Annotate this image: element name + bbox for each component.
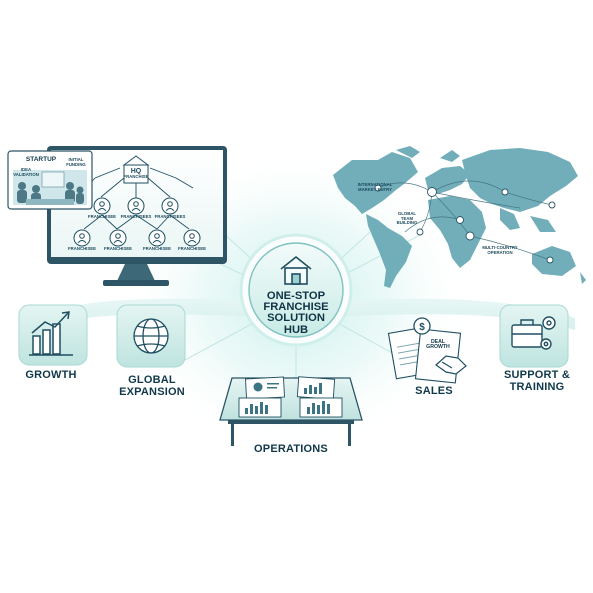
multi-country-label: MULTI-COUNTRY OPERATION bbox=[476, 245, 524, 255]
global-expansion-label: GLOBAL EXPANSION bbox=[104, 374, 200, 398]
franchisee-label: FRANCHISEE bbox=[178, 246, 206, 251]
startup-card bbox=[7, 150, 93, 210]
person-icon bbox=[161, 197, 179, 215]
franchise-network bbox=[83, 167, 194, 230]
team-building-line2: TEAM bbox=[400, 215, 414, 221]
team-building-line3: BUILDING bbox=[396, 220, 418, 225]
person-icon bbox=[73, 229, 91, 247]
hq-line1: HQ bbox=[130, 168, 142, 175]
growth-tile[interactable] bbox=[18, 304, 88, 366]
deal-growth-label: DEAL GROWTH bbox=[424, 339, 452, 351]
startup-label: STARTUP bbox=[25, 156, 57, 163]
deal-growth-line2: GROWTH bbox=[426, 344, 450, 351]
initial-funding-line2: FUNDING bbox=[66, 161, 86, 167]
hq-label: HQ FRANCHISE bbox=[122, 168, 150, 180]
idea-validation-line1: IDEA bbox=[20, 167, 32, 172]
hq-building-icon bbox=[122, 155, 150, 184]
global-expansion-tile[interactable] bbox=[116, 304, 186, 368]
team-building-line1: GLOBAL bbox=[397, 211, 417, 216]
globe-icon bbox=[133, 318, 169, 354]
support-training-line1: SUPPORT & bbox=[504, 369, 570, 381]
hub-title-line1: ONE-STOP bbox=[266, 290, 326, 302]
sales-label: SALES bbox=[415, 385, 453, 397]
idea-validation-line2: VALIDATION bbox=[13, 171, 39, 177]
person-icon bbox=[148, 229, 166, 247]
franchisee-label: FRANCHISEE bbox=[68, 246, 96, 251]
support-training-label: SUPPORT & TRAINING bbox=[494, 369, 580, 393]
multi-country-line1: MULTI-COUNTRY bbox=[482, 245, 518, 250]
hub-title: ONE-STOP FRANCHISE SOLUTION HUB bbox=[252, 290, 340, 336]
support-training-line2: TRAINING bbox=[509, 380, 565, 393]
franchisees-label: FRANCHISEES bbox=[154, 214, 186, 219]
person-icon bbox=[93, 197, 111, 215]
house-icon bbox=[280, 255, 312, 285]
market-entry-label: INTERNATIONAL MARKET ENTRY bbox=[350, 182, 400, 192]
hub-title-line2: FRANCHISE bbox=[263, 301, 329, 314]
franchisee-label: FRANCHISEE bbox=[143, 246, 171, 251]
growth-label: GROWTH bbox=[25, 369, 77, 381]
person-icon bbox=[183, 229, 201, 247]
franchisee-nodes bbox=[73, 197, 201, 247]
idea-validation-label: IDEA VALIDATION bbox=[12, 167, 40, 177]
map-nodes bbox=[374, 184, 556, 264]
person-icon bbox=[109, 229, 127, 247]
hq-line2: FRANCHISE bbox=[123, 174, 149, 180]
svg-text:$: $ bbox=[419, 322, 425, 333]
handshake-icon bbox=[435, 355, 467, 375]
operations-label: OPERATIONS bbox=[254, 443, 328, 455]
market-entry-line1: INTERNATIONAL bbox=[357, 182, 393, 187]
initial-funding-line1: INITIAL bbox=[68, 157, 84, 162]
deal-growth-line1: DEAL bbox=[430, 339, 446, 345]
hub-circle bbox=[248, 242, 344, 338]
hub-title-line3: SOLUTION bbox=[267, 312, 325, 325]
hub-title-line4: HUB bbox=[283, 323, 309, 336]
dollar-icon: $ bbox=[413, 317, 431, 335]
initial-funding-label: INITIAL FUNDING bbox=[62, 157, 90, 167]
bar-chart-icon bbox=[29, 311, 73, 356]
global-expansion-line2: EXPANSION bbox=[119, 385, 185, 398]
franchisee-label: FRANCHISEE bbox=[104, 246, 132, 251]
global-expansion-line1: GLOBAL bbox=[128, 374, 176, 386]
support-training-tile[interactable] bbox=[499, 304, 569, 368]
operations-table bbox=[219, 376, 363, 446]
team-building-label: GLOBAL TEAM BUILDING bbox=[392, 211, 422, 226]
franchisee-label: FRANCHISEE bbox=[88, 214, 116, 219]
franchisees-label: FRANCHISEES bbox=[120, 214, 152, 219]
sales-documents: $ bbox=[387, 317, 467, 384]
multi-country-line2: OPERATION bbox=[487, 249, 513, 255]
briefcase-gear-icon bbox=[511, 316, 556, 350]
world-map bbox=[333, 146, 586, 288]
person-icon bbox=[127, 197, 145, 215]
market-entry-line2: MARKET ENTRY bbox=[358, 186, 392, 192]
